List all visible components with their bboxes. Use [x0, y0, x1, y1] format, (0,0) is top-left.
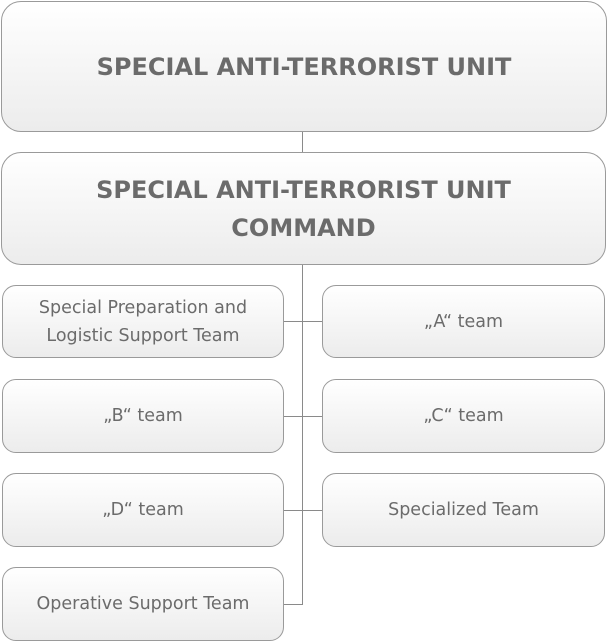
team-label: „D“ team [102, 500, 184, 520]
team-label-line2: Logistic Support Team [46, 325, 240, 346]
team-d: „D“ team [2, 473, 284, 547]
team-label: Operative Support Team [36, 594, 250, 614]
command-label-line1: SPECIAL ANTI-TERRORIST UNIT [96, 175, 511, 204]
connector-row3 [284, 510, 322, 511]
command-label-line2: COMMAND [231, 213, 376, 242]
connector-row4 [284, 604, 303, 605]
team-label: „C“ team [423, 406, 504, 426]
team-b: „B“ team [2, 379, 284, 453]
team-label: „B“ team [103, 406, 183, 426]
team-specialized: Specialized Team [322, 473, 605, 547]
connector-trunk [302, 265, 303, 605]
team-label-line1: Special Preparation and [38, 297, 248, 318]
team-c: „C“ team [322, 379, 605, 453]
command-node: SPECIAL ANTI-TERRORIST UNIT COMMAND [1, 152, 606, 265]
team-operative-support: Operative Support Team [2, 567, 284, 641]
team-label: „A“ team [423, 311, 504, 332]
root-label: SPECIAL ANTI-TERRORIST UNIT [96, 52, 512, 81]
root-node: SPECIAL ANTI-TERRORIST UNIT [1, 1, 607, 132]
team-a: „A“ team [322, 285, 605, 358]
connector-row1 [284, 321, 322, 322]
connector-root-command [302, 132, 303, 152]
connector-row2 [284, 416, 322, 417]
team-label: Specialized Team [388, 500, 539, 520]
